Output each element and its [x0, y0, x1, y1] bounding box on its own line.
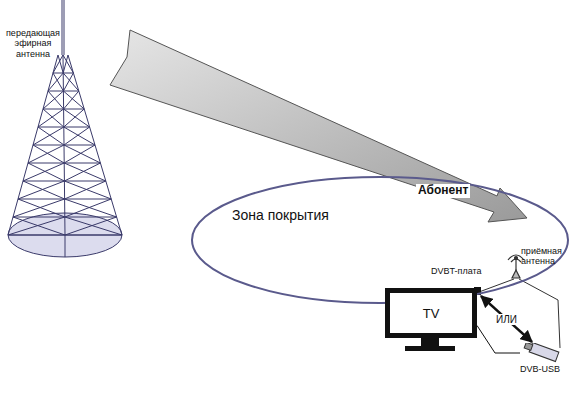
signal-arrow	[110, 30, 527, 222]
edge-label: ИЛИ	[494, 314, 519, 325]
device-label: DVB-USB	[520, 364, 570, 374]
ellipse-outline	[190, 175, 570, 305]
subscriber-label: Абонент	[416, 184, 470, 198]
zone-label: Зона покрытия	[232, 207, 329, 223]
antenna-cable	[519, 279, 560, 348]
tv-box: TV	[385, 288, 477, 338]
choice-arrow	[481, 296, 532, 342]
tv-stand	[405, 338, 455, 351]
usb-stick	[520, 343, 568, 363]
coverage-ellipse: Зона покрытия	[190, 175, 570, 305]
tv-label: TV	[423, 306, 440, 321]
tower-label: передающая эфирная антенна	[2, 28, 64, 59]
card-label: DVBT-плата	[431, 266, 481, 276]
cable-line	[477, 326, 520, 354]
dvb-usb-device: DVB-USB	[520, 343, 570, 377]
antenna-label: приёмная антенна	[521, 246, 565, 267]
